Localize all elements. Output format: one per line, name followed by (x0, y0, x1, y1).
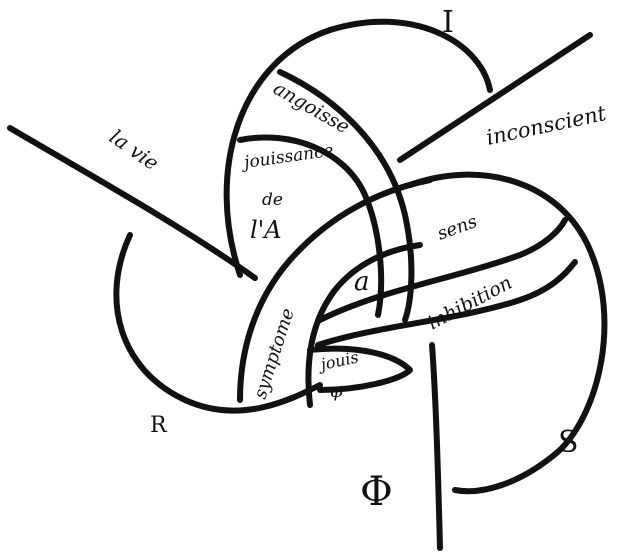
label-R: R (150, 413, 168, 438)
label-phi-small: φ (330, 381, 343, 402)
label-la-vie: la vie (105, 124, 163, 175)
line-phi (432, 345, 440, 548)
label-jouissance-line2: de (262, 190, 283, 210)
label-inconscient: inconscient (484, 101, 609, 150)
label-sens: sens (435, 211, 480, 245)
label-jouissance-line3: l'A (250, 216, 282, 244)
label-S: S (558, 425, 579, 460)
label-a: a (354, 267, 370, 297)
label-I: I (442, 5, 454, 40)
label-jouissance-line1: jouissance (239, 141, 335, 174)
label-Phi: Φ (360, 469, 393, 515)
